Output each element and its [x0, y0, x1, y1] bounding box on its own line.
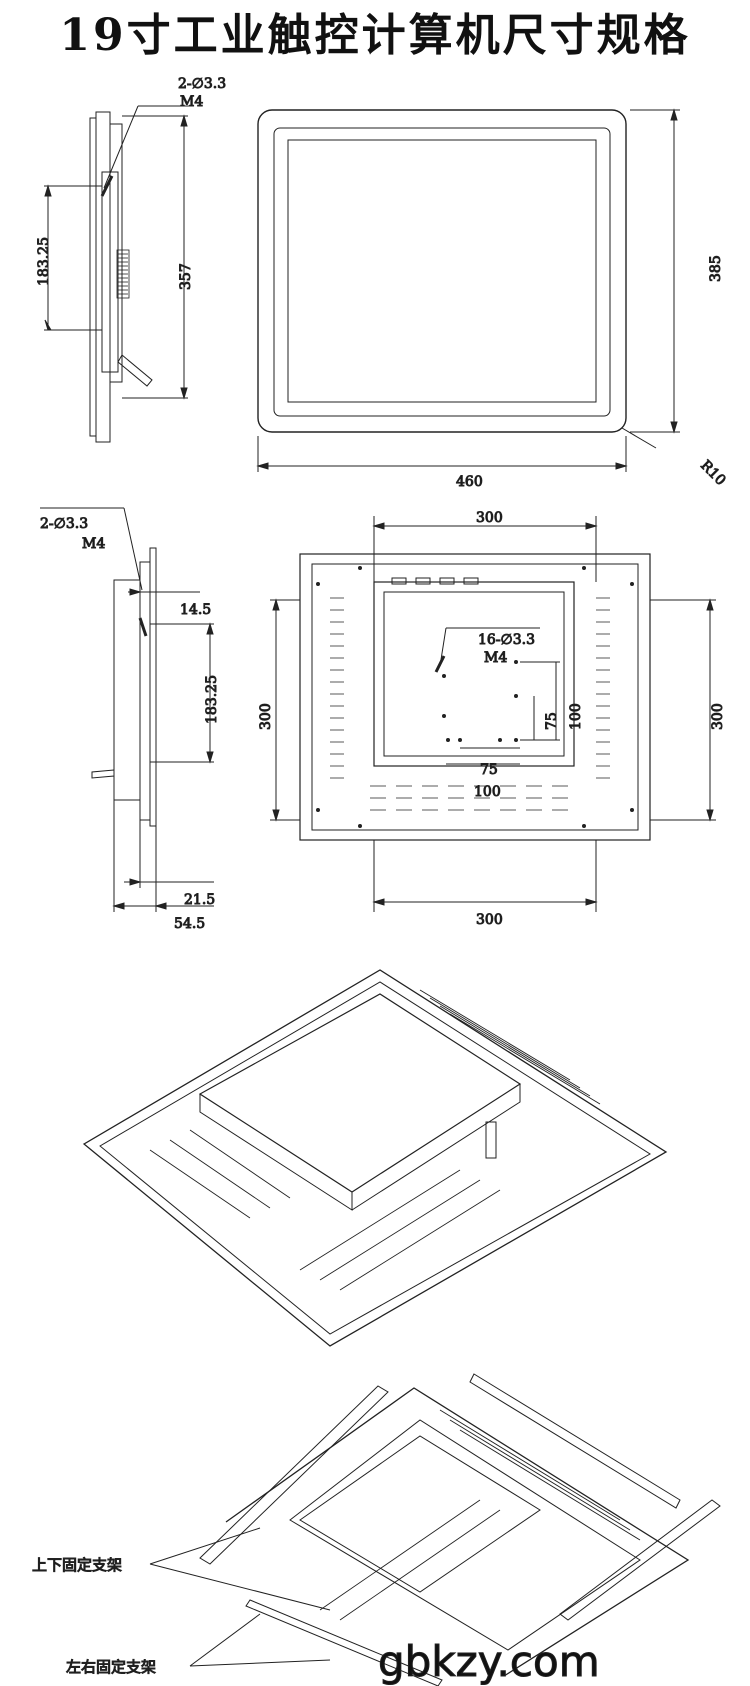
back-left-dim: 300 — [258, 703, 274, 730]
label-left-right-bracket: 左右固定支架 — [66, 1658, 156, 1676]
back-vesa-v-large: 100 — [568, 703, 584, 730]
back-view — [270, 516, 716, 912]
back-top-dim: 300 — [476, 510, 503, 526]
isometric-view — [82, 969, 668, 1347]
side-bottom-dim-b1: 21.5 — [184, 892, 215, 908]
front-radius: R10 — [697, 458, 728, 489]
exploded-view — [149, 1373, 721, 1686]
watermark: gbkzy.com — [378, 1637, 600, 1686]
side-view-top — [44, 105, 190, 443]
side-top-dim-right: 357 — [178, 263, 194, 290]
side-bottom-dim-top: 14.5 — [180, 602, 211, 618]
side-bottom-dim-mid: 183.25 — [204, 675, 220, 724]
front-width: 460 — [456, 474, 483, 490]
side-view-bottom — [40, 507, 214, 912]
side-bottom-thread: M4 — [82, 536, 105, 552]
side-bottom-dim-b2: 54.5 — [174, 916, 205, 932]
front-view — [256, 108, 680, 472]
back-right-dim: 300 — [710, 703, 726, 730]
back-vesa-v-small: 75 — [544, 712, 560, 730]
page-title: 19寸工业触控计算机尺寸规格 — [59, 10, 691, 61]
back-bottom-dim: 300 — [476, 912, 503, 928]
side-top-dim-left: 183.25 — [36, 237, 52, 286]
back-vesa-h-large: 100 — [474, 784, 501, 800]
side-top-thread: M4 — [180, 94, 203, 110]
back-hole-spec: 16-∅3.3 — [478, 632, 535, 648]
side-bottom-hole-spec: 2-∅3.3 — [40, 516, 88, 532]
back-thread: M4 — [484, 650, 507, 666]
label-top-bottom-bracket: 上下固定支架 — [32, 1556, 122, 1574]
side-top-hole-spec: 2-∅3.3 — [178, 76, 226, 92]
front-height: 385 — [708, 255, 724, 282]
back-vesa-h-small: 75 — [480, 762, 498, 778]
